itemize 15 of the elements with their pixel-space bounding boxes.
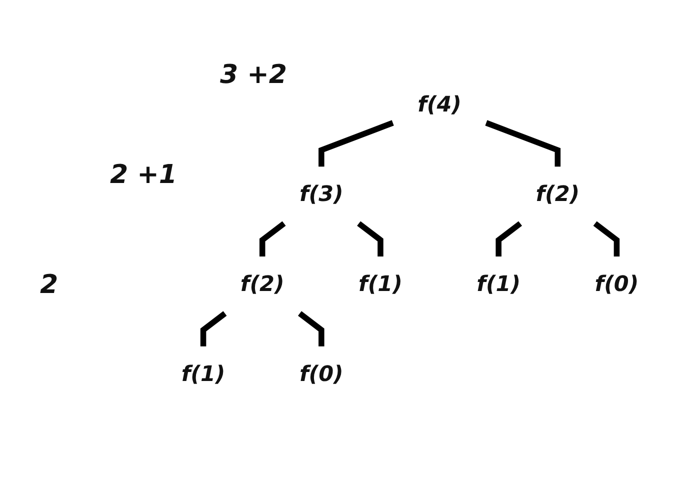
connector [485,120,561,167]
level-note: 2 [40,270,58,300]
node-text: f(0) [594,272,639,297]
level-note: 3 +2 [220,60,288,90]
node-text: f(4) [418,92,462,118]
node-text: f(1) [181,362,226,387]
node-text: f(3) [299,182,344,207]
node-text: f(1) [476,272,521,297]
level-note: 2 +1 [110,160,178,190]
connector [318,120,394,167]
node-text: f(0) [299,362,344,387]
node-text: f(2) [536,182,580,207]
connector [259,221,286,256]
node-text: f(2) [240,272,284,297]
node-text: f(1) [358,272,402,297]
